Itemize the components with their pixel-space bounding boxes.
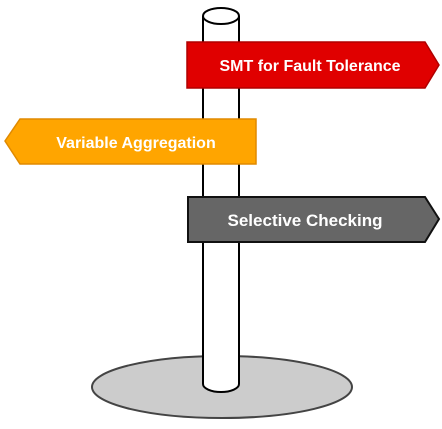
sign-variable-aggregation: Variable Aggregation — [4, 118, 257, 165]
sign-smt-fault-tolerance: SMT for Fault Tolerance — [186, 41, 440, 89]
sign-selective-checking: Selective Checking — [187, 196, 441, 243]
sign-label: Selective Checking — [228, 211, 383, 230]
sign-label: SMT for Fault Tolerance — [219, 58, 400, 75]
sign-arrow-shape — [4, 118, 257, 165]
signpost-pole-top — [202, 7, 240, 25]
sign-arrow-shape — [186, 41, 440, 89]
sign-arrow-shape — [187, 196, 441, 243]
sign-label: Variable Aggregation — [56, 135, 215, 152]
